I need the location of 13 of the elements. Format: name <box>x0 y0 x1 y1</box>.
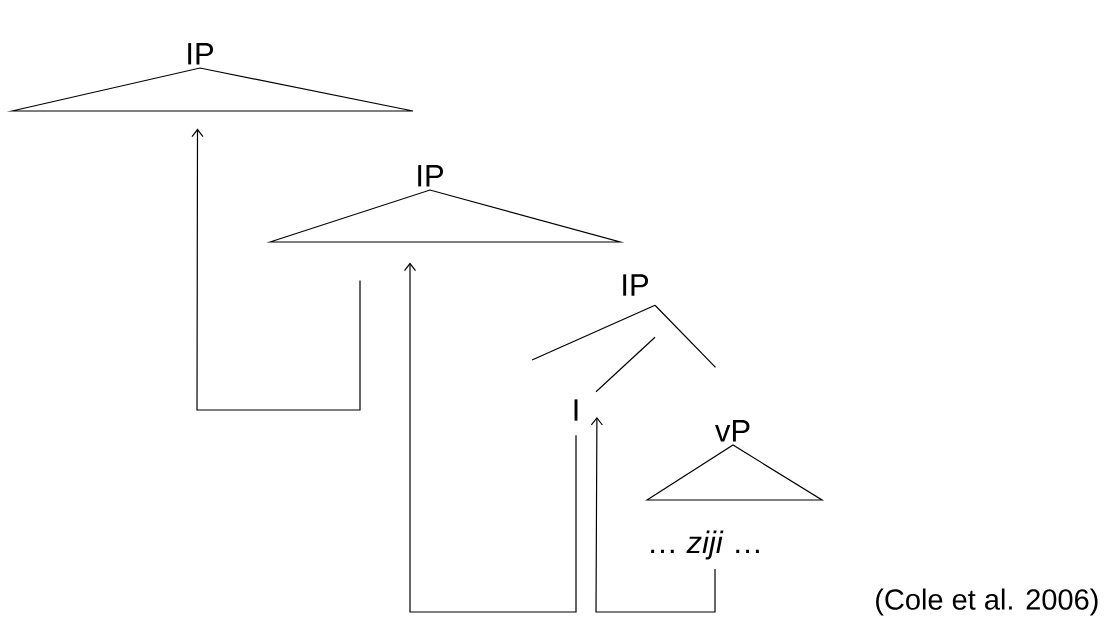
tree-branch <box>654 304 717 368</box>
tree-label: IP <box>623 274 648 296</box>
movement-arrow <box>403 262 577 613</box>
movement-arrow <box>191 128 361 411</box>
tree-label: … ziji … <box>651 530 759 560</box>
tree-branch <box>531 304 656 361</box>
movement-arrow <box>590 417 716 613</box>
tree-label: I <box>574 399 578 421</box>
node-label: IP <box>188 43 214 65</box>
node-label: vP <box>715 420 750 442</box>
citation: (Cole et al. 2006) <box>876 588 1098 616</box>
node-label: IP <box>418 165 444 187</box>
tree-branch <box>595 336 656 393</box>
